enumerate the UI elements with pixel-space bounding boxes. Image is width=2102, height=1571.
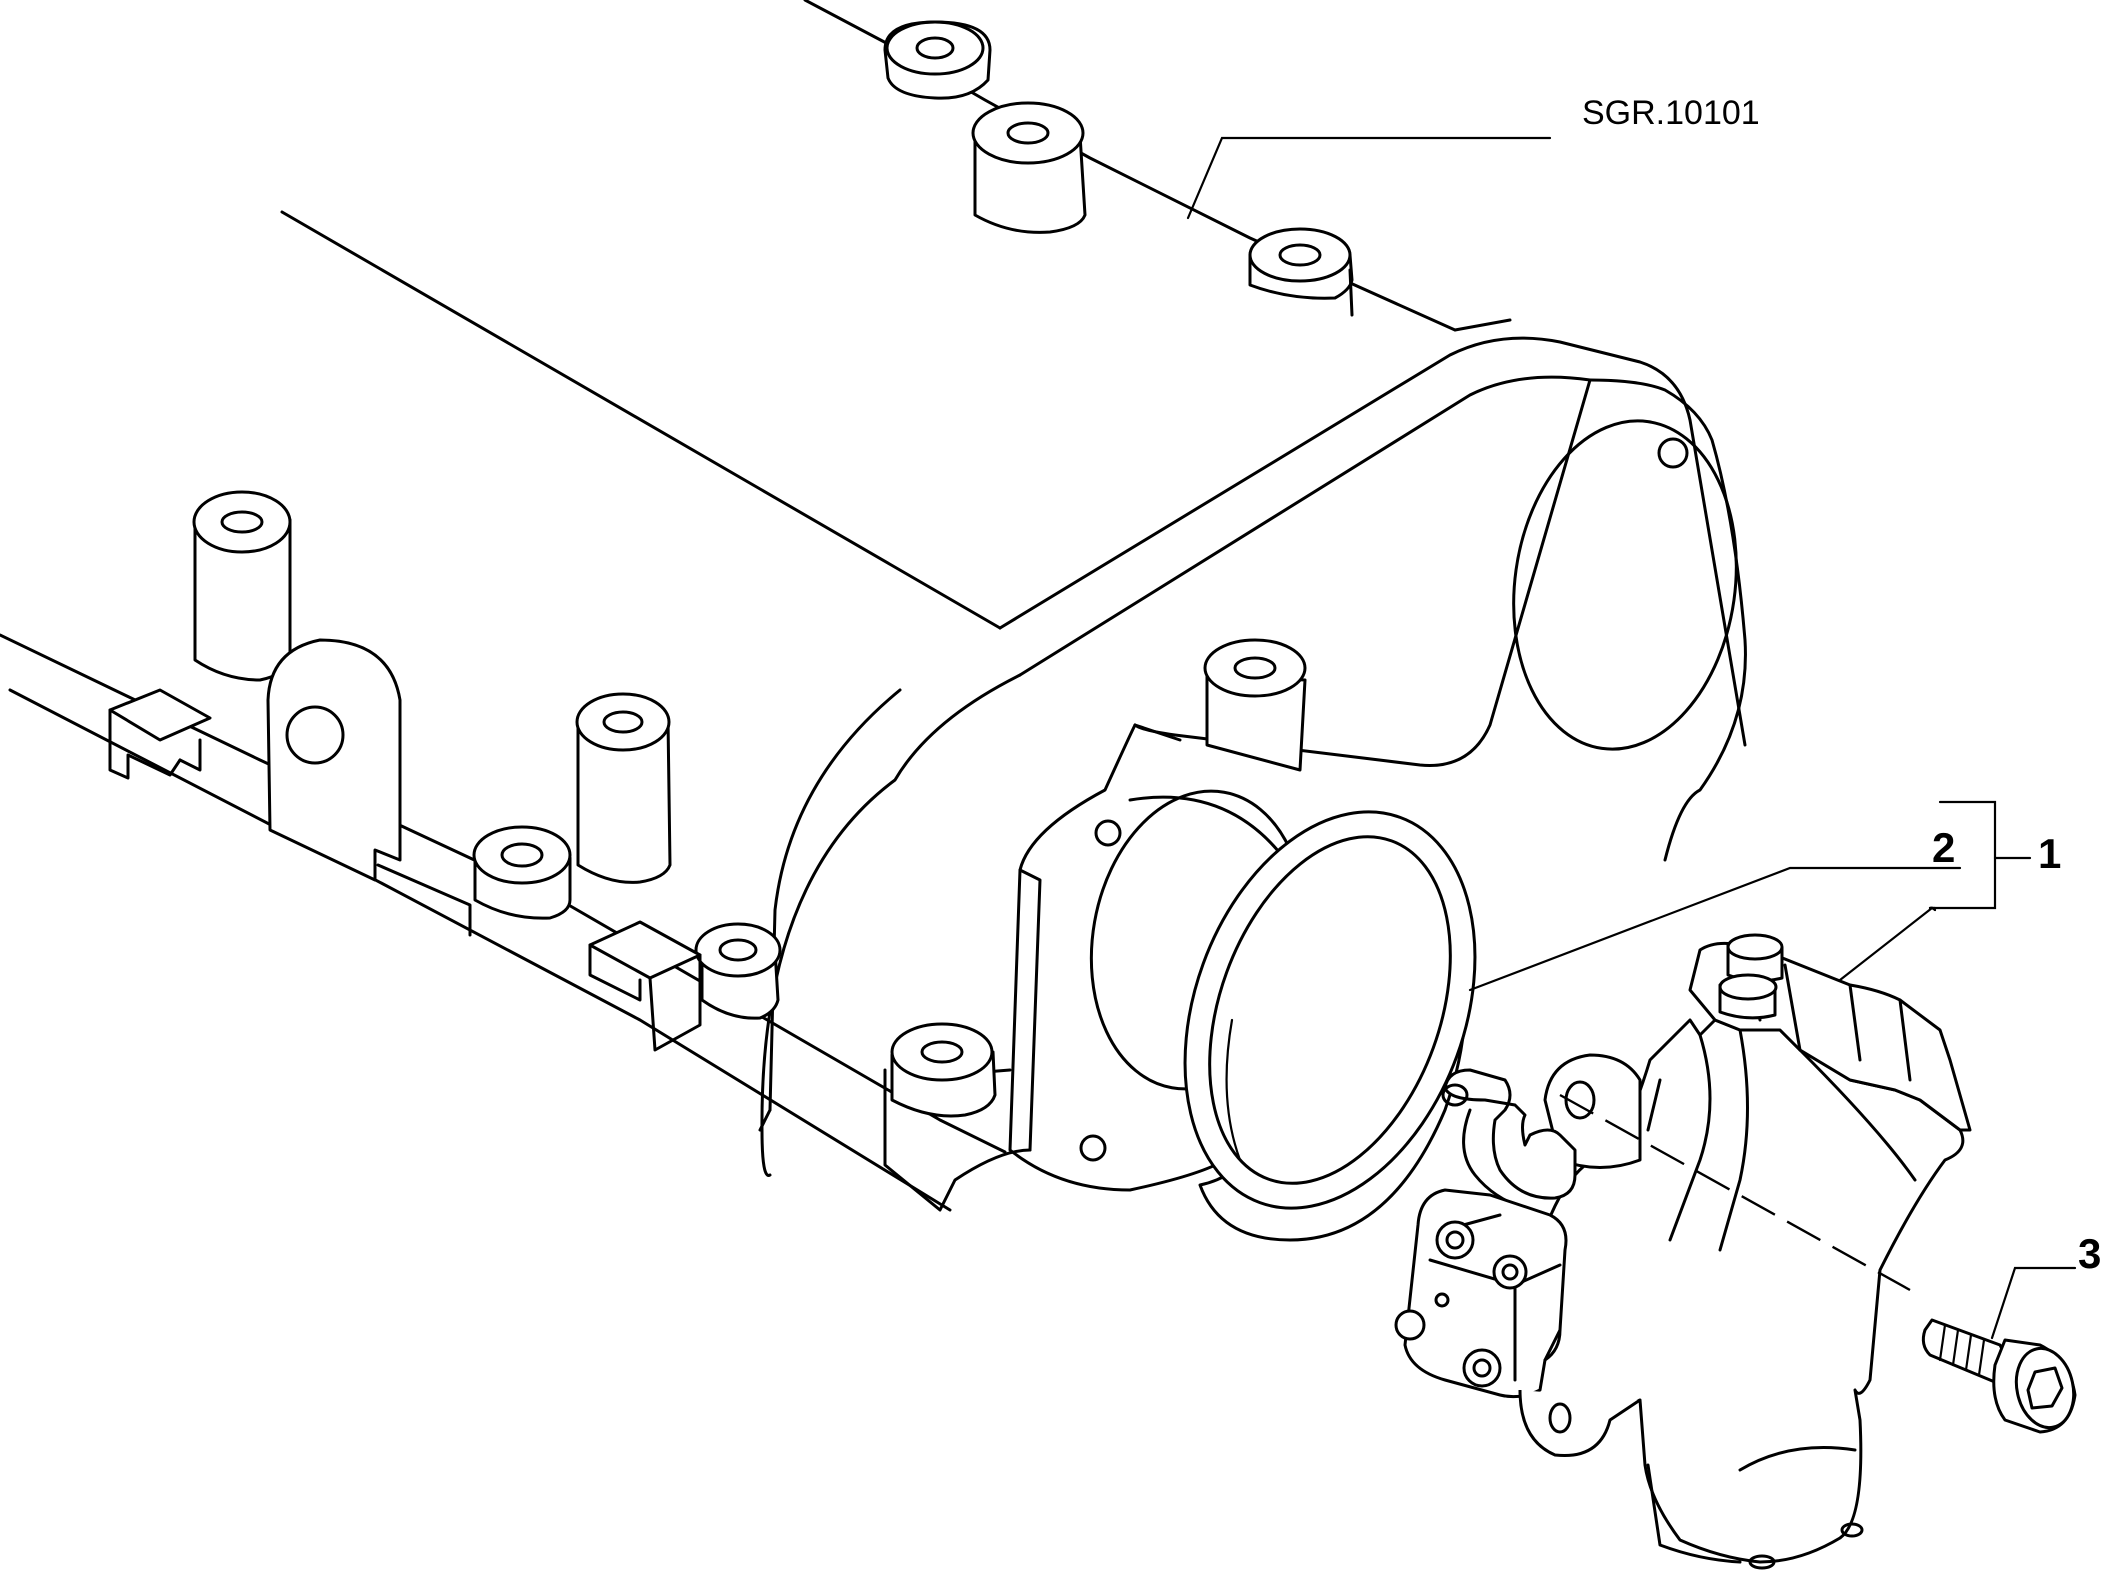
bolt-part-3 <box>1921 1318 2077 1434</box>
leader-line-1b <box>1838 906 1934 982</box>
wire-clips <box>108 688 702 1052</box>
leader-line-3 <box>1990 1266 2077 1340</box>
gasket-part-2 <box>1183 810 1477 1242</box>
callout-3-label: 3 <box>2078 1230 2101 1277</box>
throttle-body-part-1 <box>1394 933 1972 1570</box>
leader-line-2 <box>1468 866 1962 992</box>
callout-1-label: 1 <box>2038 830 2061 877</box>
callout-2-label: 2 <box>1932 824 1955 871</box>
leader-lines <box>1186 136 2077 1340</box>
group-bracket <box>1930 800 1997 910</box>
reference-code-label: SGR.10101 <box>1582 94 1760 132</box>
mounting-bosses <box>192 20 1354 1118</box>
reference-leader-line <box>1186 136 1552 220</box>
